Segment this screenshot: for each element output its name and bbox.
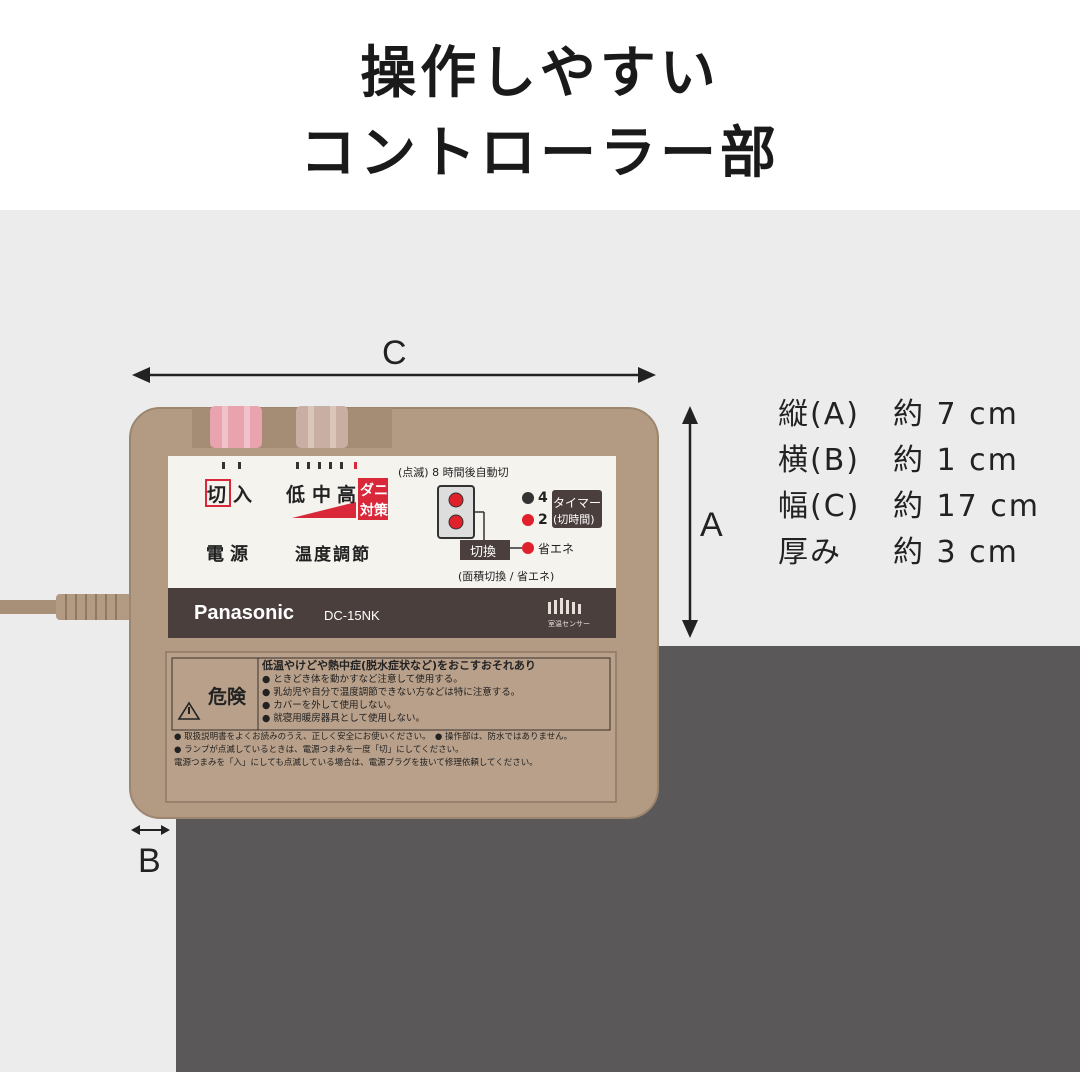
label-power-off: 切 — [207, 484, 227, 506]
dimension-label-a: A — [700, 506, 723, 544]
spec-key: 縦(A) — [778, 397, 860, 432]
dimension-label-c: C — [382, 334, 407, 372]
danger-label: 危険 — [208, 686, 247, 708]
note-line: ● 取扱説明書をよくお読みのうえ、正しく安全にお使いください。 ● 操作部は、防… — [174, 732, 573, 742]
mite-badge — [358, 478, 388, 520]
label-power: 電源 — [206, 544, 254, 565]
label-temp-low: 低 — [286, 484, 306, 506]
label-timer-2: 2 — [538, 512, 548, 528]
warning-label — [165, 651, 617, 803]
warning-line: 低温やけどや熱中症(脱水症状など)をおこすおそれあり — [262, 659, 536, 672]
spec-row-c: 幅(C) 約 17 cm — [778, 484, 1040, 530]
led-timer-4 — [522, 492, 534, 504]
temperature-ramp — [292, 502, 356, 518]
note-line: ● ランプが点滅しているときは、電源つまみを一度「切」にしてください。 — [174, 745, 464, 755]
power-ticks — [222, 462, 241, 469]
warning-line: ● ときどき体を動かすなど注意して使用する。 — [262, 674, 463, 685]
timer-label-1: タイマー — [553, 496, 602, 510]
led-timer-2 — [522, 514, 534, 526]
label-eco: 省エネ — [538, 542, 575, 556]
warning-line: ● 就寝用暖房器具として使用しない。 — [262, 713, 426, 724]
label-mite-2: 対策 — [360, 503, 388, 519]
spec-key: 横(B) — [778, 443, 860, 478]
spec-row-b: 横(B) 約 1 cm — [778, 438, 1040, 484]
page-title-line2: コントローラー部 — [300, 121, 780, 186]
page-title-line1: 操作しやすい — [360, 41, 720, 106]
label-switch-note: (面積切換 / 省エネ) — [458, 570, 555, 583]
spec-value: 約 17 cm — [893, 489, 1040, 524]
label-timer-4: 4 — [538, 490, 548, 506]
warning-text: 低温やけどや熱中症(脱水症状など)をおこすおそれあり ● ときどき体を動かすなど… — [262, 658, 608, 725]
brand-logo: Panasonic — [194, 602, 295, 624]
switch-button[interactable] — [460, 540, 510, 560]
power-knob[interactable] — [210, 406, 262, 448]
label-temperature: 温度調節 — [295, 545, 371, 565]
spec-key: 厚み — [778, 535, 842, 570]
notes-text: ● 取扱説明書をよくお読みのうえ、正しく安全にお使いください。 ● 操作部は、防… — [174, 731, 612, 770]
led-eco — [522, 542, 534, 554]
spec-value: 約 7 cm — [893, 397, 1019, 432]
switch-button-label: 切換 — [470, 545, 497, 560]
temp-ticks — [296, 462, 357, 469]
label-temp-mid: 中 — [312, 484, 332, 506]
cord-strain-relief — [56, 594, 132, 620]
temperature-knob[interactable] — [296, 406, 348, 448]
power-cord — [0, 600, 60, 614]
danger-warning-icon — [177, 701, 201, 720]
power-off-box — [205, 479, 231, 507]
model-number: DC-15NK — [324, 608, 380, 623]
sensor-label: 室温センサー — [548, 620, 590, 628]
spec-row-thickness: 厚み 約 3 cm — [778, 530, 1040, 576]
label-temp-high: 高 — [337, 484, 357, 506]
spec-value: 約 3 cm — [893, 535, 1019, 570]
spec-list: 縦(A) 約 7 cm 横(B) 約 1 cm 幅(C) 約 17 cm 厚み … — [778, 392, 1040, 576]
label-blink-note: (点滅) 8 時間後自動切 — [398, 466, 509, 479]
timer-label-2: (切時間) — [553, 513, 595, 526]
label-mite-1: ダニ — [360, 483, 388, 499]
note-line: 電源つまみを「入」にしても点滅している場合は、電源プラグを抜いて修理依頼してくだ… — [174, 758, 538, 768]
warning-line: ● カバーを外して使用しない。 — [262, 700, 397, 711]
spec-value: 約 1 cm — [893, 443, 1019, 478]
sensor-icon — [548, 598, 581, 614]
spec-row-a: 縦(A) 約 7 cm — [778, 392, 1040, 438]
spec-key: 幅(C) — [778, 489, 861, 524]
warning-line: ● 乳幼児や自分で温度調節できない方などは特に注意する。 — [262, 687, 521, 698]
dimension-label-b: B — [138, 842, 161, 880]
brand-band — [168, 588, 616, 638]
timer-button[interactable] — [552, 490, 602, 528]
control-panel — [168, 456, 616, 588]
label-power-on: 入 — [233, 484, 253, 506]
